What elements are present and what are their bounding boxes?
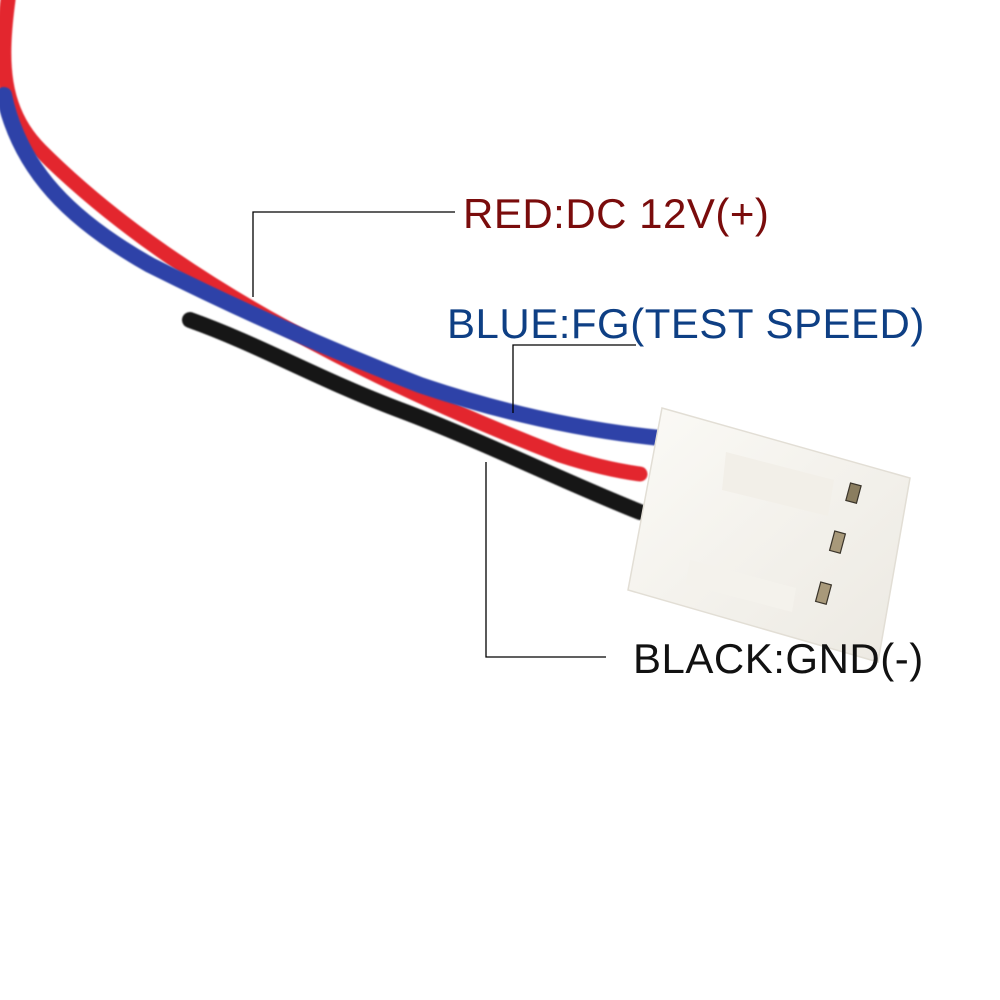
red-leader-line: [252, 211, 455, 297]
pin-2: [828, 530, 847, 554]
black-wire: [182, 312, 648, 520]
pin-1: [845, 482, 862, 504]
blue-leader-line: [512, 344, 636, 413]
red-wire-label: RED:DC 12V(+): [463, 190, 770, 237]
leader-lines: [252, 211, 636, 658]
black-wire-label: BLACK:GND(-): [633, 635, 924, 682]
connector-housing: [627, 407, 911, 663]
pin-3: [814, 581, 833, 605]
blue-wire: [0, 87, 668, 446]
black-leader-line: [485, 462, 606, 658]
blue-wire-label: BLUE:FG(TEST SPEED): [447, 300, 925, 347]
